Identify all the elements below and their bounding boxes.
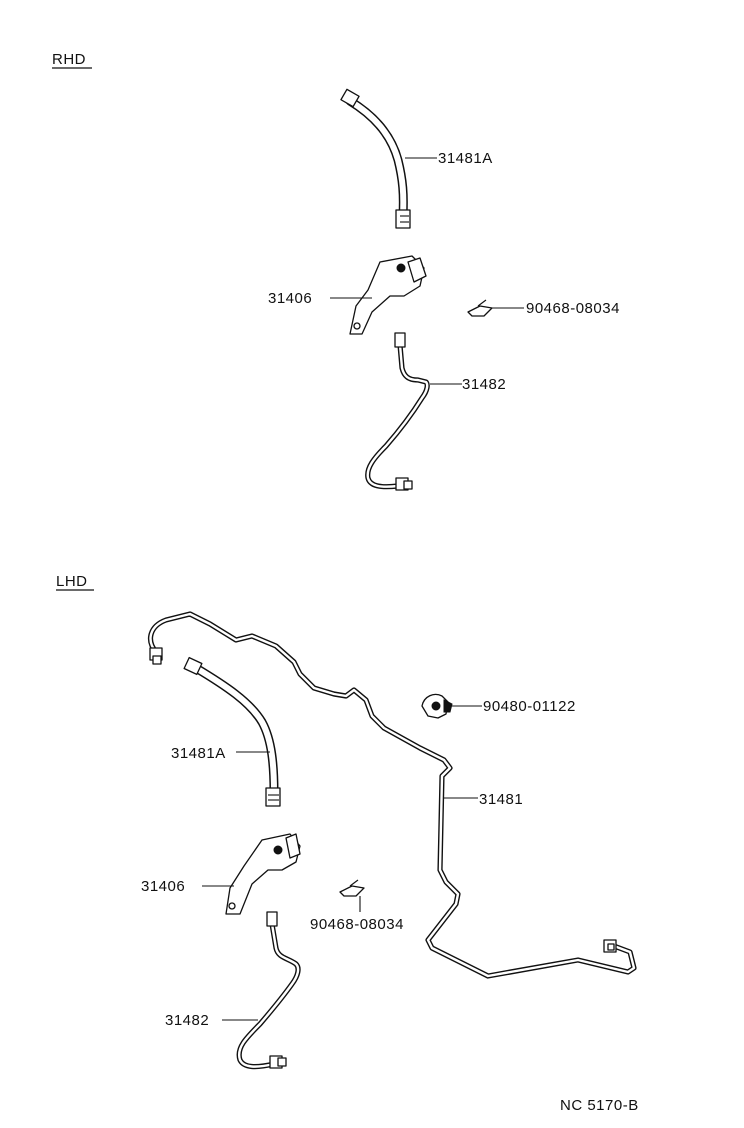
rhd-section-title: RHD xyxy=(52,51,86,68)
diagram-code: NC 5170-B xyxy=(560,1097,639,1114)
lhd-grommet-label: 90480-01122 xyxy=(483,698,576,715)
lhd-clip-label: 90468-08034 xyxy=(310,916,404,933)
lhd-section-title: LHD xyxy=(56,573,88,590)
lhd-tube xyxy=(236,911,301,1070)
lhd-grommet xyxy=(421,693,453,719)
lhd-main-tube-label: 31481 xyxy=(479,791,523,808)
lhd-section: LHD 31481 90480-01122 xyxy=(56,573,637,1070)
rhd-tube xyxy=(365,332,430,491)
lhd-clip xyxy=(339,879,365,897)
rhd-flex-hose xyxy=(340,88,411,229)
rhd-clip xyxy=(467,299,493,317)
rhd-hose-label: 31481A xyxy=(438,150,493,167)
rhd-tube-label: 31482 xyxy=(462,376,506,393)
lhd-bracket xyxy=(225,833,301,915)
lhd-flex-hose xyxy=(183,656,281,807)
rhd-bracket xyxy=(349,255,427,335)
rhd-bracket-label: 31406 xyxy=(268,290,312,307)
rhd-section: RHD 31481A 31406 90468-08034 xyxy=(52,51,620,491)
lhd-bracket-label: 31406 xyxy=(141,878,185,895)
lhd-main-tube xyxy=(147,611,637,979)
rhd-clip-label: 90468-08034 xyxy=(526,300,620,317)
lhd-tube-label: 31482 xyxy=(165,1012,209,1029)
lhd-hose-label: 31481A xyxy=(171,745,226,762)
